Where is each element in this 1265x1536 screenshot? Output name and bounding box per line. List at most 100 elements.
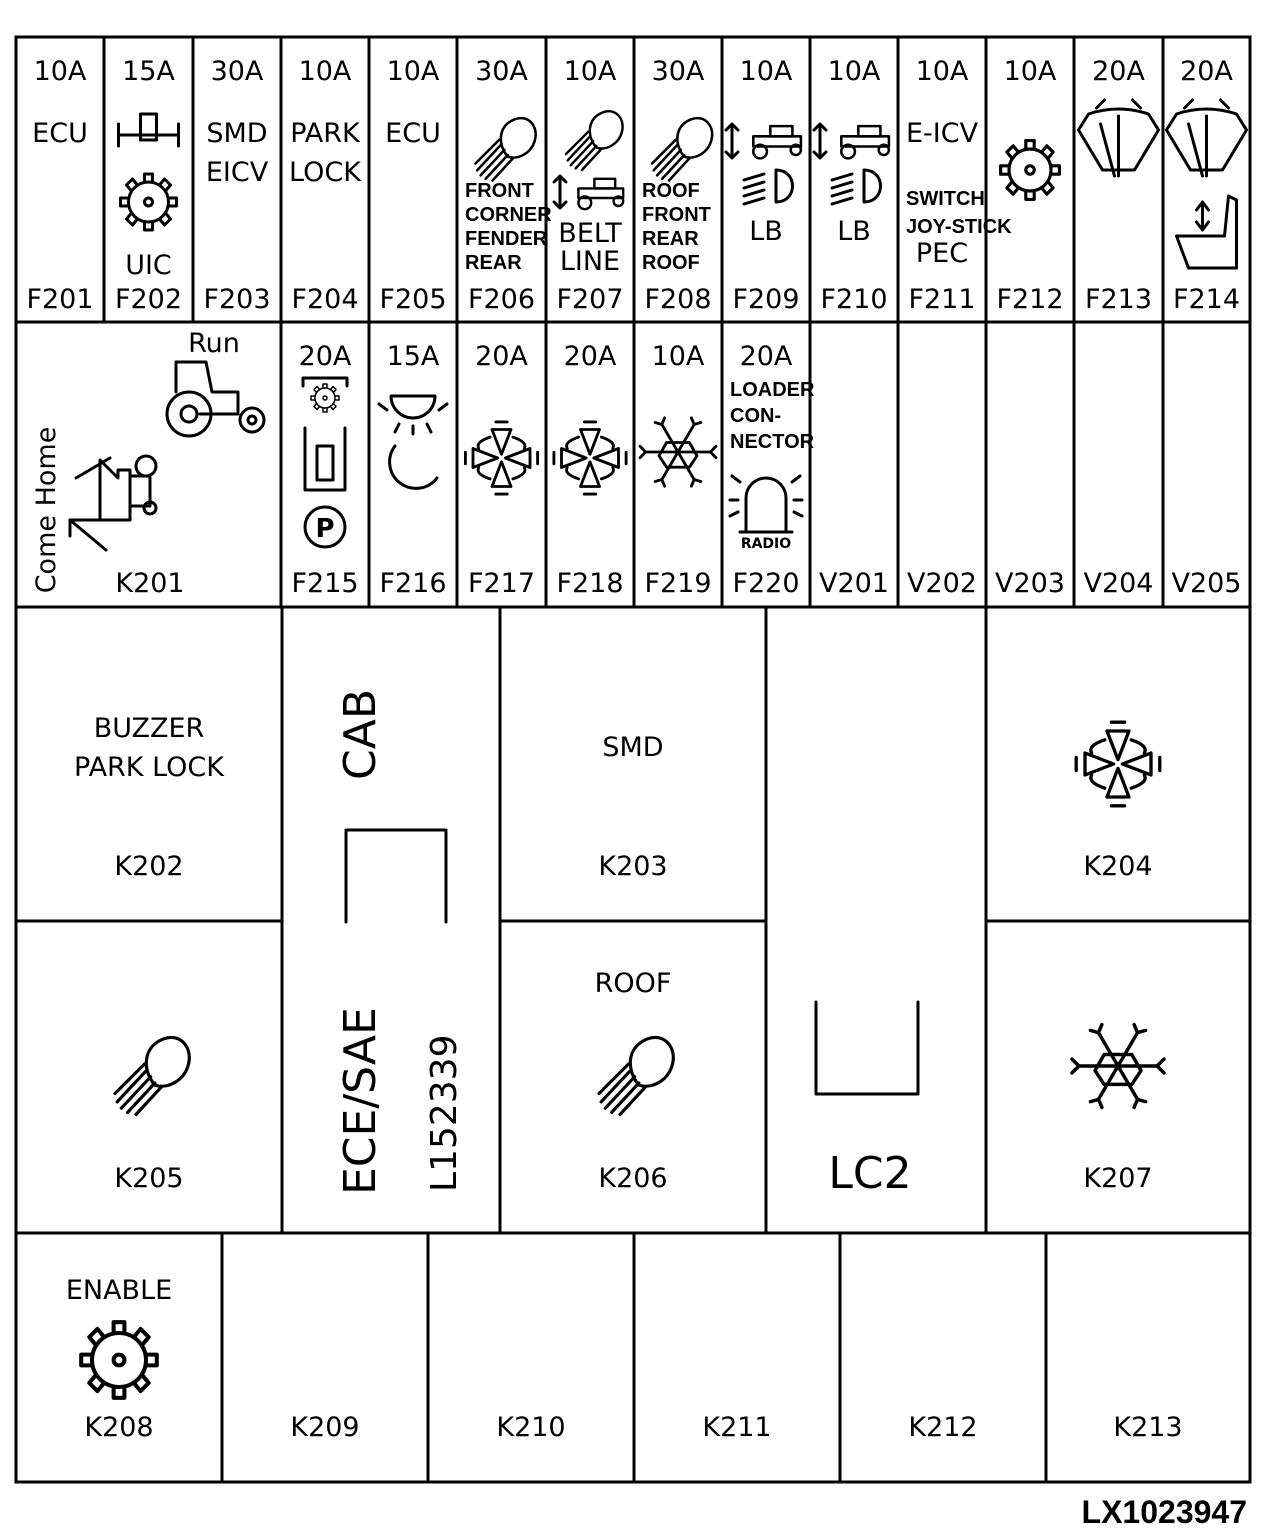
fuse-label: FENDER [465,228,548,250]
fuse-label: SMD [206,118,267,149]
ece-sae-label: ECE/SAE [335,1007,386,1195]
fuse-id: F218 [556,568,623,599]
work-light-icon [113,1035,191,1117]
fuse-id: F217 [468,568,535,599]
fuse-rating: 20A [740,341,793,372]
fuse-rating: 30A [652,56,705,87]
fuse-row-1: 10AF201ECU15AF202UIC30AF203SMDEICV10AF20… [26,56,1248,315]
fuse-v205: V205 [1171,568,1241,599]
relay-id: K205 [114,1163,183,1194]
fan-icon [552,420,628,496]
fuse-label: REAR [465,252,522,274]
fuse-label: LB [837,216,871,247]
fuse-rating: 20A [1092,56,1145,87]
fuse-id: F211 [908,284,975,315]
fuse-label: SWITCH [906,188,985,210]
relay-label: ROOF [595,968,672,999]
fuse-rating: 10A [564,56,617,87]
fuse-rating: 10A [916,56,969,87]
tractor-come-home-icon [68,454,158,552]
gear-icon [119,172,178,232]
fuse-label: EICV [206,157,269,188]
gear-icon [999,139,1061,201]
wiper-icon [1165,98,1248,178]
relay-id: K209 [290,1412,359,1443]
work-light-icon [564,110,624,172]
moon-icon [388,444,439,490]
relay-k210: K210 [496,1412,565,1443]
fuse-id: F207 [556,284,623,315]
bracket-icon [301,376,349,388]
fuse-rating: 20A [564,341,617,372]
tractor-icon [577,177,625,211]
park-brake-icon [303,505,347,549]
fuse-v201: V201 [819,568,889,599]
relay-label: SMD [602,732,663,763]
fuse-id: F205 [379,284,446,315]
light-icon [377,394,449,436]
fuse-id: F210 [820,284,887,315]
center-panel: CAB ECE/SAE L152339 [335,689,465,1195]
fuse-label: ROOF [642,252,700,274]
fuse-label: UIC [125,250,172,281]
fuse-v204: V204 [1083,568,1153,599]
relay-id: K201 [115,568,184,599]
fuse-id: F203 [203,284,270,315]
tractor-icon [840,124,891,160]
fuse-label: LOADER [730,379,815,401]
fuse-id: F201 [26,284,93,315]
fuse-id: V201 [819,568,889,599]
tractor-run-icon [165,360,266,438]
relay-id: K210 [496,1412,565,1443]
relay-k203: K203 SMD [598,732,667,882]
tractor-icon [752,124,803,160]
connector-outline-icon [344,828,448,924]
fuse-rating: 10A [299,56,352,87]
fuse-label: PEC [916,238,968,269]
relay-id: K202 [114,851,183,882]
up-down-arrow-icon [812,122,828,160]
fuse-label: ROOF [642,180,700,202]
relay-label: PARK LOCK [74,752,225,783]
fuse-id: V202 [907,568,977,599]
relay-id: K213 [1113,1412,1182,1443]
fuse-rating: 10A [1004,56,1057,87]
up-down-arrow-icon [552,174,568,210]
fuse-label: CON- [730,405,781,427]
work-light-icon [597,1035,675,1117]
run-label: Run [188,328,240,359]
reference-code: LX1023947 [1081,1494,1247,1530]
fuse-id: F216 [379,568,446,599]
seat-icon [1175,194,1238,270]
relay-k204: K204 [1074,720,1162,882]
gear-icon [310,383,340,413]
fuse-f218: 20A F218 [552,341,628,599]
relay-id: K203 [598,851,667,882]
fuse-label: E-ICV [906,118,979,149]
fuse-row-2: 20AF215P15AF21620AF21720AF21810AF21920AF… [291,341,1241,599]
fuse-id: F219 [644,568,711,599]
fuse-label: ECU [32,118,88,149]
fuse-id: F214 [1173,284,1240,315]
fuse-label: LB [749,216,783,247]
relay-label: ENABLE [66,1275,172,1306]
fuse-rating: 15A [122,56,175,87]
fuse-v203: V203 [995,568,1065,599]
fuse-label: ECU [385,118,441,149]
relay-id: K212 [908,1412,977,1443]
relay-k207: K207 [1070,1022,1166,1194]
fuse-label: FRONT [465,180,534,202]
fuse-id: V204 [1083,568,1153,599]
